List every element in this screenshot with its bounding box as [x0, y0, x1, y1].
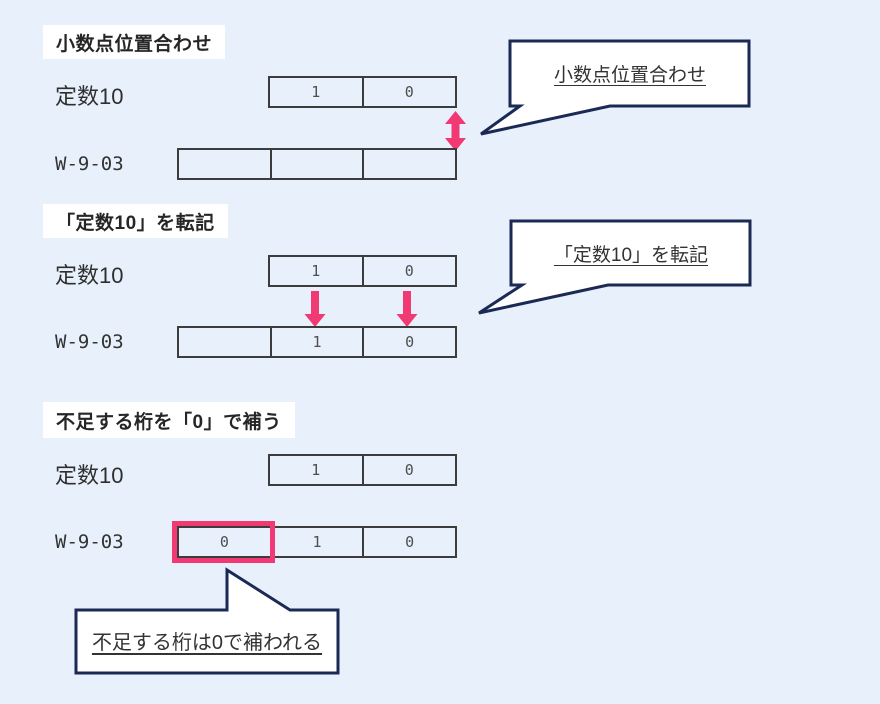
row-label-w903: W-9-03: [55, 331, 124, 353]
row-label-teisu10: 定数10: [55, 84, 124, 109]
memory-cell: 1: [311, 262, 321, 280]
memory-cell: 0: [219, 533, 229, 551]
section-3-label: 不足する桁を「0」で補う: [43, 402, 295, 438]
row-label-teisu10: 定数10: [55, 263, 124, 288]
callout-bubble-shape-3: [74, 567, 340, 675]
callout-text-alignment: 小数点位置合わせ: [553, 65, 706, 86]
memory-cell: [269, 150, 363, 178]
callout-text-move: 「定数10」を転記: [553, 244, 709, 266]
memory-row-w903: 1 0: [177, 326, 457, 358]
memory-cell: [179, 150, 270, 178]
down-arrow-icon: [396, 291, 418, 327]
memory-cell: [362, 150, 455, 178]
memory-row-teisu10: 1 0: [268, 255, 457, 287]
memory-cell: [179, 328, 270, 356]
row-label-w903: W-9-03: [55, 531, 124, 553]
memory-row-teisu10: 1 0: [268, 454, 457, 486]
row-label-teisu10: 定数10: [55, 463, 124, 488]
padded-zero-highlight: [172, 521, 275, 563]
memory-row-w903: [177, 148, 457, 180]
memory-cell: 0: [362, 328, 455, 356]
memory-cell: 0: [362, 528, 455, 556]
section-2-label: 「定数10」を転記: [43, 204, 228, 238]
memory-cell: 1: [269, 528, 363, 556]
row-label-w903: W-9-03: [55, 153, 124, 175]
memory-cell: 1: [311, 461, 321, 479]
memory-cell: 1: [311, 83, 321, 101]
memory-cell: 0: [361, 456, 456, 484]
section-1-label: 小数点位置合わせ: [43, 25, 226, 59]
memory-cell: 1: [269, 328, 363, 356]
callout-bubble-shape-2: [478, 219, 752, 315]
memory-cell: 0: [361, 78, 456, 106]
memory-cell: 0: [361, 257, 456, 285]
double-vertical-arrow-icon: [445, 111, 466, 151]
memory-row-teisu10: 1 0: [268, 76, 457, 108]
callout-text-padding: 不足する桁は0で補われる: [91, 632, 323, 654]
callout-bubble-shape-1: [480, 39, 751, 136]
down-arrow-icon: [304, 291, 326, 327]
